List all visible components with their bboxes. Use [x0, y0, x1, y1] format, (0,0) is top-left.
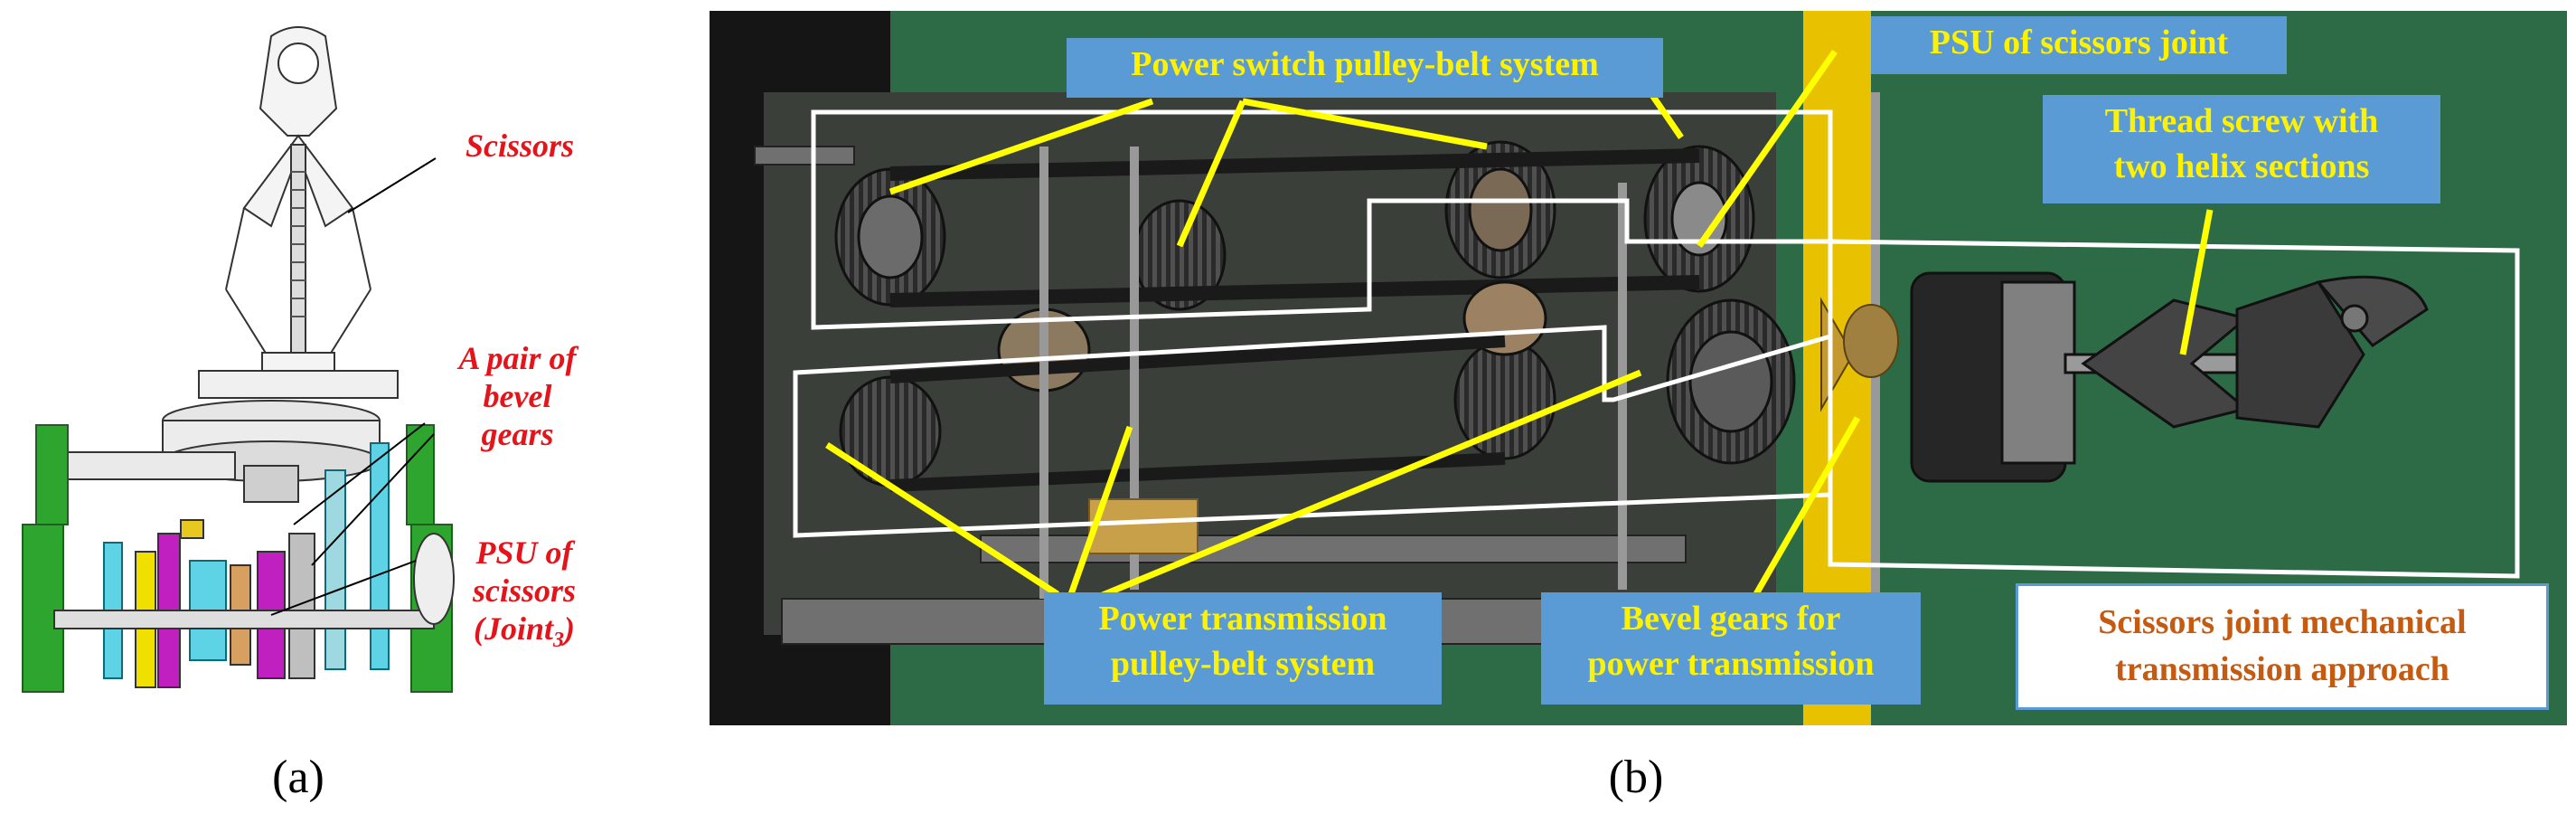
cad-leader-lines: [270, 157, 437, 616]
belt-top: [889, 148, 1700, 307]
label-bevel-gears-pair: A pair of bevel gears: [458, 340, 577, 452]
cad-drawing: [22, 26, 455, 693]
label-bevel-gears-transmission: Bevel gears for power transmission: [1541, 592, 1921, 705]
cad-shaft: [53, 533, 455, 629]
leader-lines: [825, 49, 2214, 601]
label-psu-of-scissors: PSU of scissors (Joint3): [472, 534, 577, 653]
label-mechanical-transmission-approach: Scissors joint mechanical transmission a…: [2016, 583, 2549, 710]
label-scissors: Scissors: [465, 128, 575, 164]
belt-bottom: [889, 335, 1506, 492]
pulleys-top: [834, 140, 1755, 311]
cad-housing: [53, 370, 399, 503]
label-power-switch-pulley-belt: Power switch pulley-belt system: [1067, 38, 1663, 98]
caption-b: (b): [1608, 752, 1664, 803]
outline-boxes: [793, 109, 2520, 579]
cad-scissors: [225, 26, 371, 381]
brass-worm-gear: [1088, 498, 1199, 554]
label-power-transmission-pulley-belt: Power transmission pulley-belt system: [1044, 592, 1442, 705]
label-psu-of-scissors-joint: PSU of scissors joint: [1871, 16, 2287, 74]
label-thread-screw: Thread screw with two helix sections: [2043, 95, 2440, 203]
caption-a: (a): [272, 752, 324, 803]
scissors-head: [1910, 271, 2429, 483]
